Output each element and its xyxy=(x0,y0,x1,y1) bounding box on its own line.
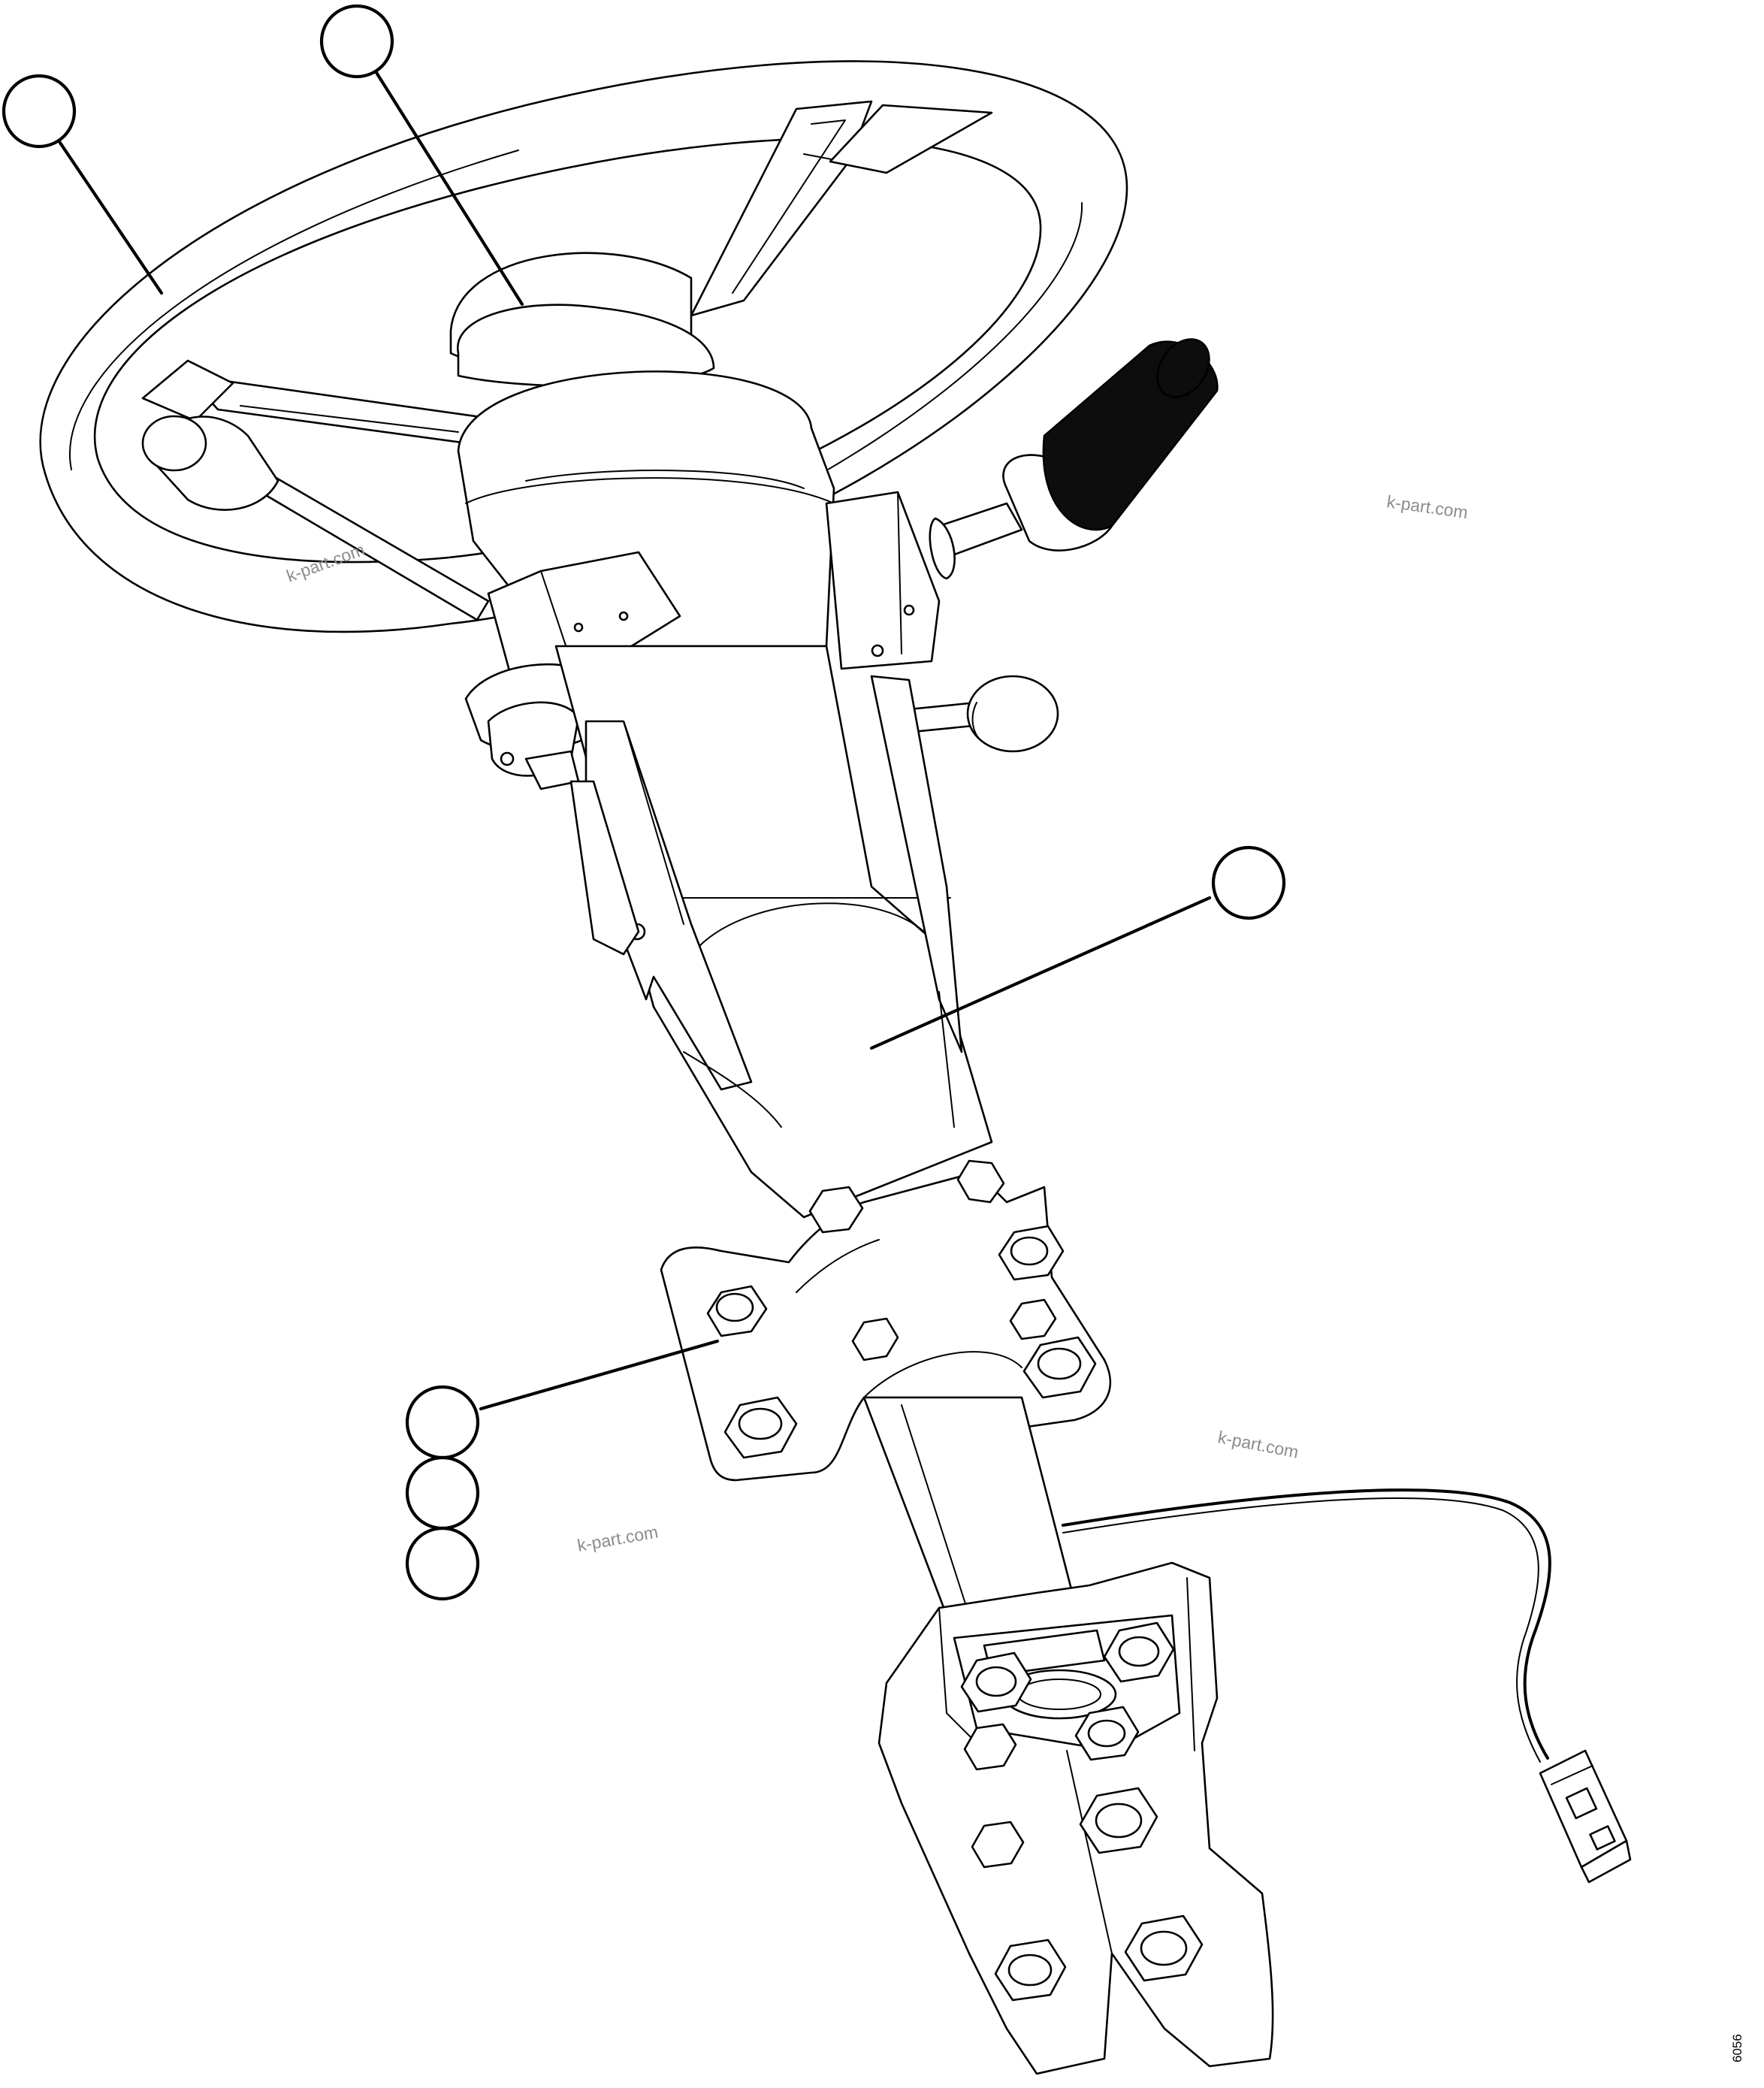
watermark: k-part.com xyxy=(575,1521,660,1555)
callout-4 xyxy=(405,1339,720,1460)
bolt xyxy=(956,1159,1005,1204)
bolt xyxy=(1022,1336,1097,1399)
bolt xyxy=(808,1186,864,1234)
bracket-bolt xyxy=(960,1651,1032,1713)
bracket-bolt xyxy=(994,1938,1067,2002)
column-tube xyxy=(554,645,993,1219)
bracket-bolt xyxy=(1124,1914,1204,1982)
mounting-bracket xyxy=(877,1561,1274,2075)
callout-6 xyxy=(405,1526,480,1601)
bolt xyxy=(706,1285,768,1337)
callout-1 xyxy=(2,74,164,295)
connector xyxy=(1539,1749,1632,1884)
bracket-bolt xyxy=(1079,1787,1158,1854)
bolt xyxy=(723,1396,798,1459)
callout-5 xyxy=(405,1455,480,1530)
bolt xyxy=(998,1225,1065,1281)
bracket-bolt xyxy=(1074,1706,1140,1761)
clamp-plate xyxy=(660,1159,1112,1482)
bolt xyxy=(851,1317,899,1361)
right-switch-assembly xyxy=(825,338,1219,670)
watermark: k-part.com xyxy=(1385,491,1469,522)
bracket-bolt xyxy=(963,1723,1017,1771)
direction-lever xyxy=(141,415,490,621)
bracket-bolt xyxy=(1103,1621,1175,1683)
drawing-code: 6056 xyxy=(1730,2034,1744,2062)
harness-wire xyxy=(1062,1488,1632,1884)
bracket-bolt xyxy=(971,1821,1025,1869)
callout-2 xyxy=(319,4,524,307)
steering-wheel xyxy=(39,60,1128,633)
lower-shaft xyxy=(862,1396,1080,1617)
tilt-lever xyxy=(900,675,1059,753)
watermark: k-part.com xyxy=(1216,1427,1300,1461)
bolt xyxy=(1009,1298,1057,1340)
callout-3 xyxy=(869,845,1286,1050)
